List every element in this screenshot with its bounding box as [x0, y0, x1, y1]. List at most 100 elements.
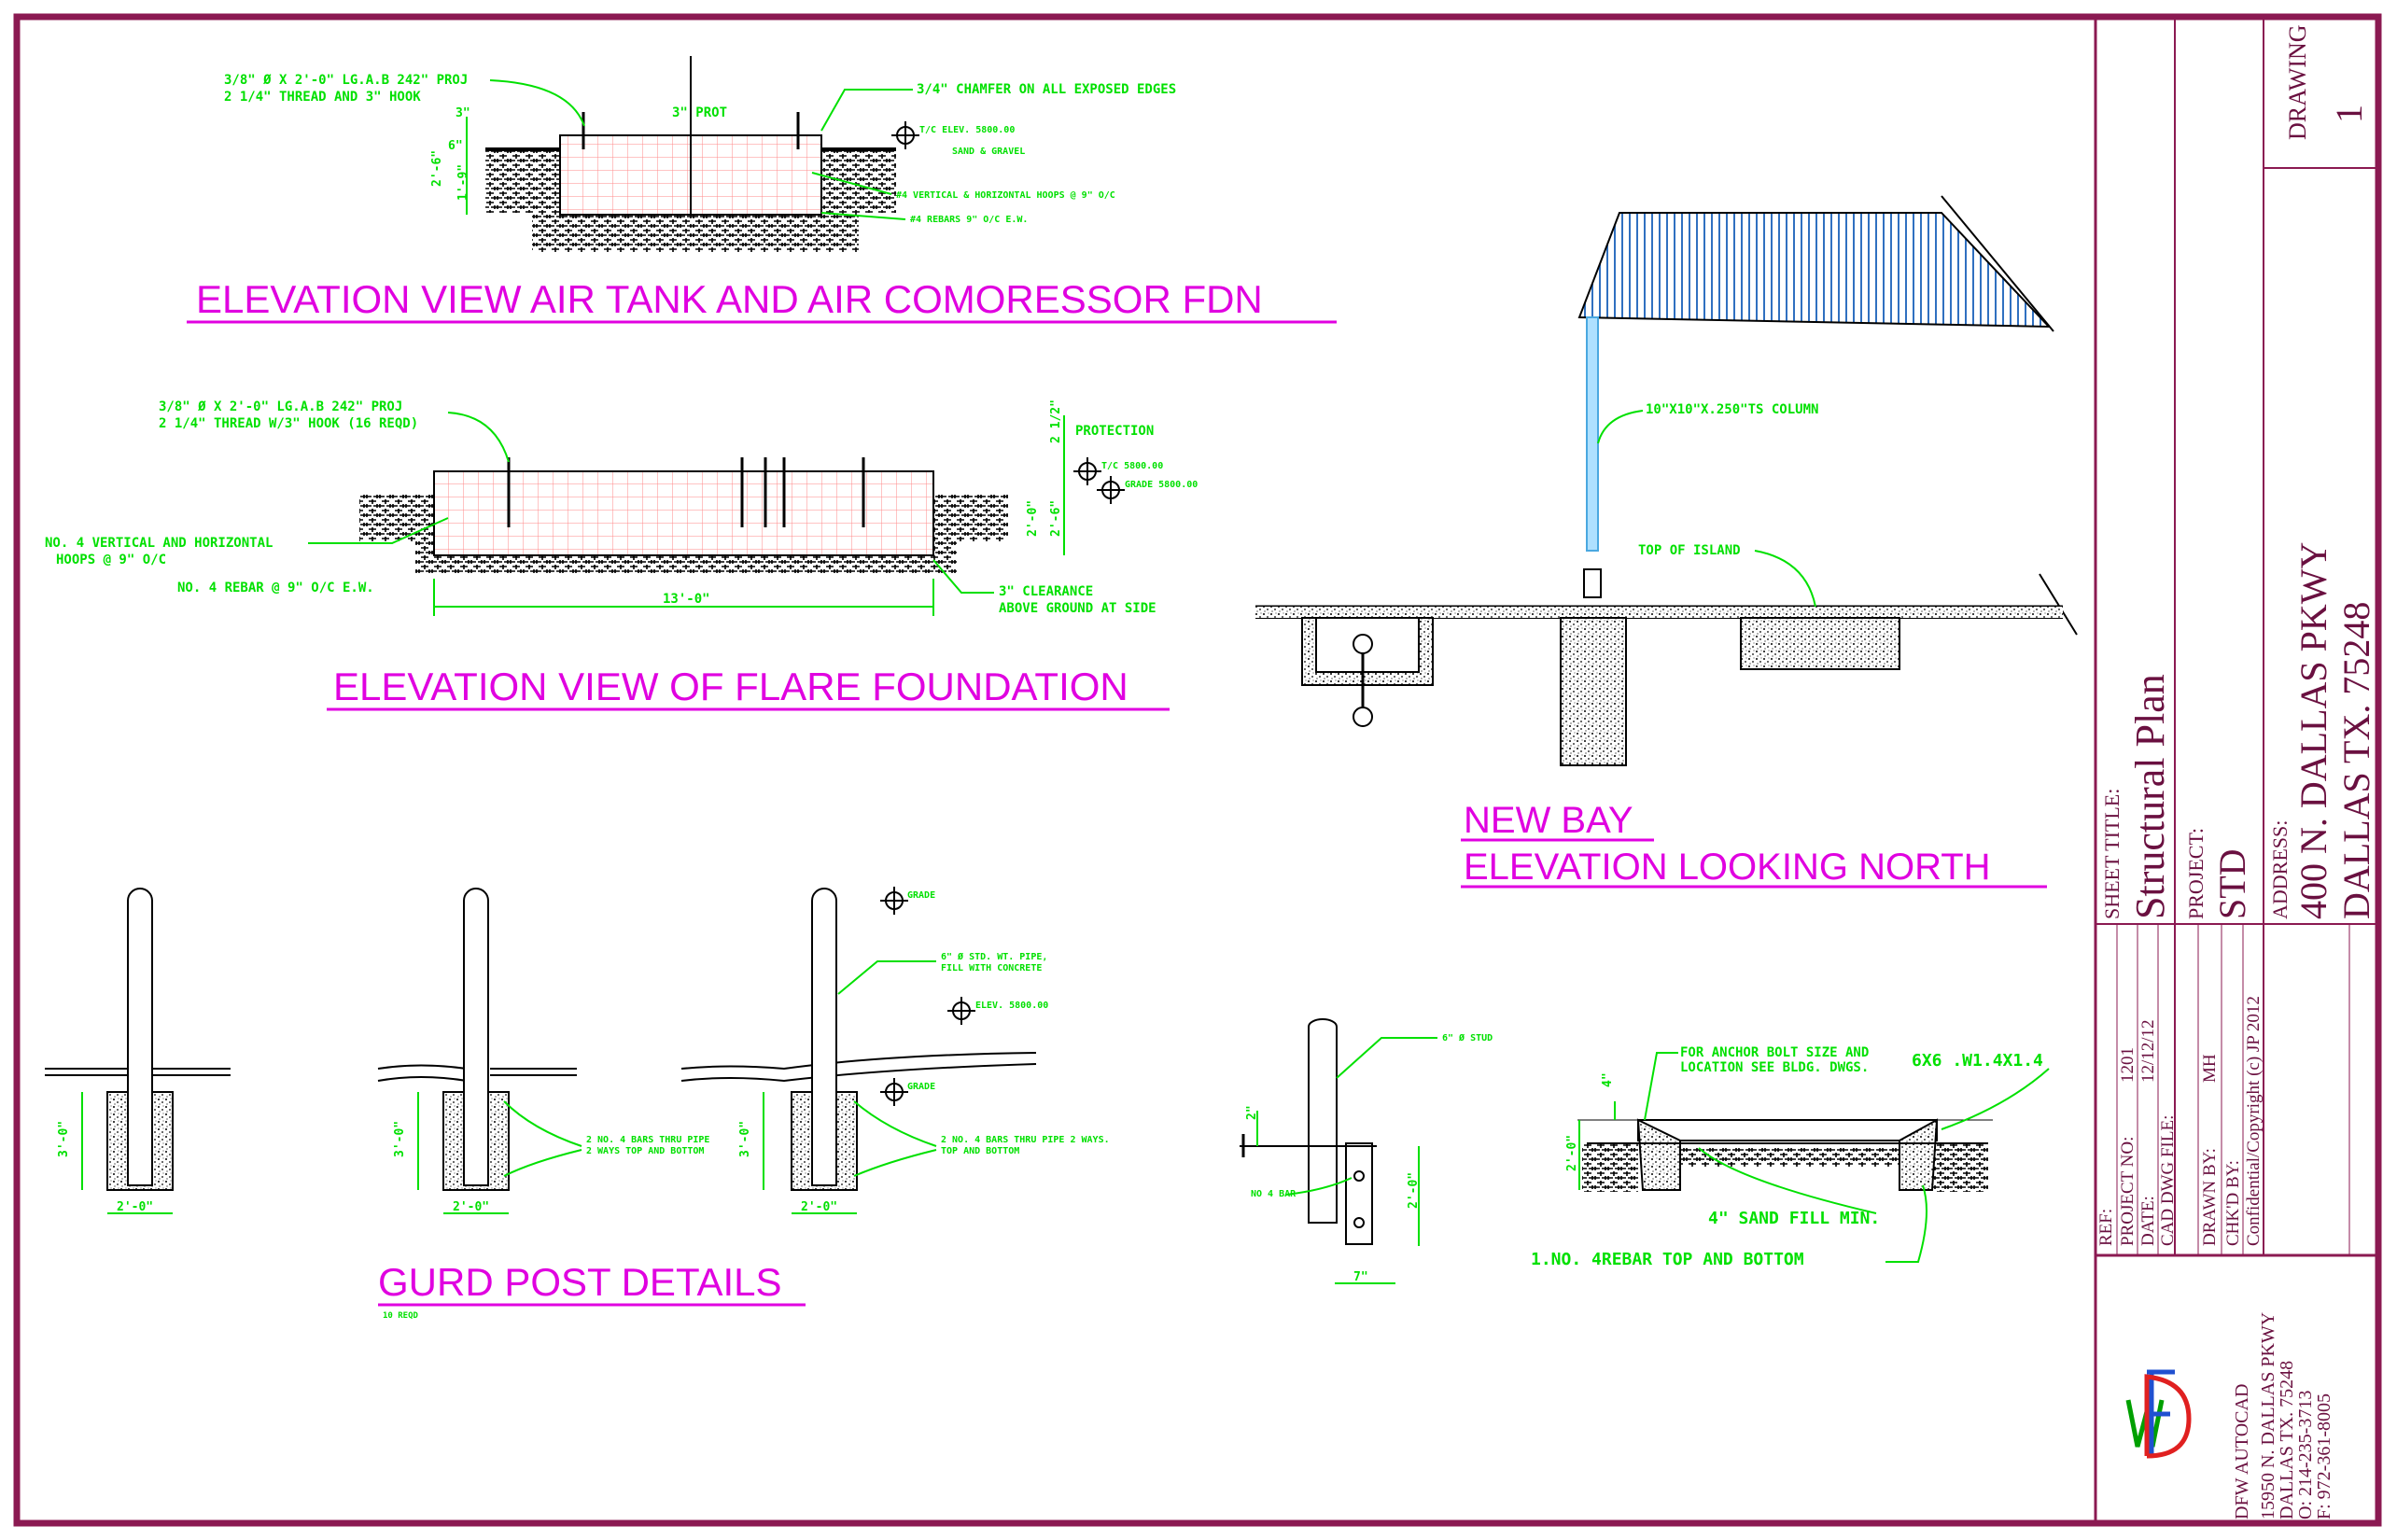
guard-note-7: 2 WAYS TOP AND BOTTOM: [586, 1146, 704, 1156]
guard-dim-2: 2'-0": [453, 1200, 489, 1214]
sheet-title-label: SHEET TITLE:: [2100, 789, 2124, 919]
stub-dim-1: 2": [1245, 1105, 1259, 1120]
guard-dim-6: 3'-0": [738, 1121, 752, 1157]
flare-note-2: 2 1/4" THREAD W/3" HOOK (16 REQD): [159, 416, 418, 431]
stub-dim-3: 7": [1353, 1270, 1368, 1284]
guard-note-1: GRADE: [907, 890, 935, 901]
project-no-value: 1201: [2118, 1047, 2138, 1083]
island-footing: [1740, 617, 1900, 670]
flare-foundation-view: 13'-0" 2 1/2" 2'-0" 2'-6" 3/8" Ø X 2'-0"…: [45, 399, 1198, 711]
air-dim-1: 3": [456, 106, 470, 120]
air-note-1: 3/8" Ø X 2'-0" LG.A.B 242" PROJ: [224, 73, 468, 88]
air-tank-view: 3" 2'-6" 6" 1'-9" 3/8" Ø X 2'-0" LG.A.B …: [187, 56, 1337, 324]
address-line2: DALLAS TX. 75248: [2335, 602, 2377, 919]
slab-note-3: 6X6 .W1.4X1.4: [1912, 1051, 2043, 1071]
slab: [1637, 1119, 1938, 1141]
sheet-border: [13, 13, 2382, 1527]
guard-note-5: GRADE: [907, 1082, 935, 1092]
guard-dim-4: 3'-0": [57, 1121, 71, 1157]
company-fax: F: 972-361-8005: [2314, 1393, 2334, 1519]
stub-note-1: 6" Ø STUD: [1442, 1032, 1493, 1043]
column-pier: [1560, 617, 1627, 766]
guard-note-8: 2 NO. 4 BARS THRU PIPE 2 WAYS.: [941, 1135, 1110, 1145]
project-label: PROJECT:: [2184, 828, 2208, 919]
air-tank-soil-bottom: [532, 213, 859, 252]
company-office: O: 214-235-3713: [2295, 1391, 2316, 1519]
air-note-8: #4 REBARS 9" O/C E.W.: [910, 215, 1028, 225]
bay-note-1: 10"X10"X.250"TS COLUMN: [1646, 402, 1818, 417]
flare-note-10: ABOVE GROUND AT SIDE: [999, 601, 1156, 616]
flare-footing: [433, 470, 934, 556]
flare-dim-4: 2'-6": [1049, 500, 1063, 537]
company-city: DALLAS TX. 75248: [2277, 1361, 2297, 1519]
company-name: DFW AUTOCAD: [2232, 1384, 2252, 1519]
guard-note-4: ELEV. 5800.00: [975, 1001, 1048, 1011]
slab-dim-1: 4": [1601, 1072, 1615, 1087]
air-dim-4: 1'-9": [456, 164, 470, 201]
slab-soil-right: [1932, 1143, 1988, 1192]
stub-note-2: NO 4 BAR: [1251, 1189, 1297, 1199]
project-value: STD: [2211, 848, 2253, 919]
flare-dim-3: 2'-0": [1026, 500, 1040, 537]
drawing-label: DRAWING: [2284, 24, 2311, 140]
guard-note-9: TOP AND BOTTOM: [941, 1146, 1019, 1156]
air-dim-2: 2'-6": [430, 150, 444, 187]
cad-file-label: CAD DWG FILE:: [2158, 1115, 2178, 1246]
bay-title-line1: NEW BAY: [1464, 800, 1633, 841]
dfw-logo: [2125, 1369, 2192, 1459]
slab-note-4: 4" SAND FILL MIN.: [1708, 1209, 1880, 1228]
drawn-by-value: MH: [2200, 1054, 2220, 1083]
checked-by-label: CHK'D BY:: [2223, 1160, 2243, 1246]
new-bay-view: 10"X10"X.250"TS COLUMN TOP OF ISLAND NEW…: [1255, 195, 2078, 889]
company-address: 15950 N. DALLAS PKWY: [2258, 1312, 2278, 1519]
date-label: DATE:: [2138, 1196, 2158, 1246]
air-note-3: 3/4" CHAMFER ON ALL EXPOSED EDGES: [917, 82, 1176, 97]
guard-post-details: 2'-0" 2'-0" 2'-0" 3'-0" 3'-0" 3'-0" GRAD…: [45, 887, 1110, 1321]
slab-dim-2: 2'-0": [1565, 1135, 1579, 1171]
slab-detail: 4" 2'-0" FOR ANCHOR BOLT SIZE AND LOCATI…: [1531, 1045, 2050, 1269]
air-note-4: 3" PROT: [672, 105, 727, 120]
title-block: DRAWING 1 SHEET TITLE: Structural Plan P…: [2094, 17, 2378, 1523]
sheet-title: Structural Plan: [2127, 674, 2173, 919]
slab-soil-mid: [1680, 1148, 1913, 1167]
address-label: ADDRESS:: [2268, 820, 2292, 919]
bay-note-2: TOP OF ISLAND: [1638, 543, 1741, 558]
air-note-2: 2 1/4" THREAD AND 3" HOOK: [224, 90, 421, 105]
canopy-roof: [1577, 212, 2052, 329]
flare-note-3: NO. 4 VERTICAL AND HORIZONTAL: [45, 536, 273, 551]
flare-note-9: 3" CLEARANCE: [999, 584, 1093, 599]
flare-soil-right: [933, 495, 1008, 541]
date-value: 12/12/12: [2138, 1019, 2158, 1083]
flare-dim-2: 2 1/2": [1049, 399, 1063, 443]
flare-soil-left: [359, 495, 434, 541]
flare-note-1: 3/8" Ø X 2'-0" LG.A.B 242" PROJ: [159, 399, 402, 414]
island-slab: [1255, 607, 2063, 618]
ref-label: REF:: [2096, 1209, 2116, 1246]
guard-dim-3: 2'-0": [801, 1200, 837, 1214]
drawing-number: 1: [2328, 105, 2370, 123]
air-note-6: SAND & GRAVEL: [952, 147, 1025, 157]
stub-detail: 2" 2'-0" 7" 6" Ø STUD NO 4 BAR: [1240, 1018, 1493, 1284]
guard-dim-1: 2'-0": [117, 1200, 153, 1214]
guard-title: GURD POST DETAILS: [378, 1260, 782, 1304]
bay-title-line2: ELEVATION LOOKING NORTH: [1464, 847, 1991, 888]
drawn-by-label: DRAWN BY:: [2200, 1148, 2220, 1246]
project-no-label: PROJECT NO:: [2118, 1137, 2138, 1246]
flare-note-5: NO. 4 REBAR @ 9" O/C E.W.: [177, 581, 374, 595]
copyright: Confidential/Copyright (c) JP 2012: [2244, 996, 2264, 1246]
flare-title: ELEVATION VIEW OF FLARE FOUNDATION: [333, 665, 1128, 708]
guard-note-6: 2 NO. 4 BARS THRU PIPE: [586, 1135, 709, 1145]
air-note-5: T/C ELEV. 5800.00: [919, 125, 1015, 135]
flare-note-4: HOOPS @ 9" O/C: [56, 553, 166, 567]
address-line1: 400 N. DALLAS PKWY: [2292, 542, 2334, 919]
guard-dim-5: 3'-0": [393, 1121, 407, 1157]
flare-note-7: T/C 5800.00: [1101, 461, 1163, 471]
air-tank-soil-left: [485, 149, 560, 213]
slab-note-1: FOR ANCHOR BOLT SIZE AND: [1680, 1045, 1869, 1060]
air-tank-title: ELEVATION VIEW AIR TANK AND AIR COMORESS…: [196, 277, 1263, 321]
slab-soil-left: [1582, 1143, 1638, 1192]
slab-note-2: LOCATION SEE BLDG. DWGS.: [1680, 1060, 1869, 1075]
guard-note-3: FILL WITH CONCRETE: [941, 963, 1042, 973]
flare-dim-1: 13'-0": [663, 592, 710, 607]
